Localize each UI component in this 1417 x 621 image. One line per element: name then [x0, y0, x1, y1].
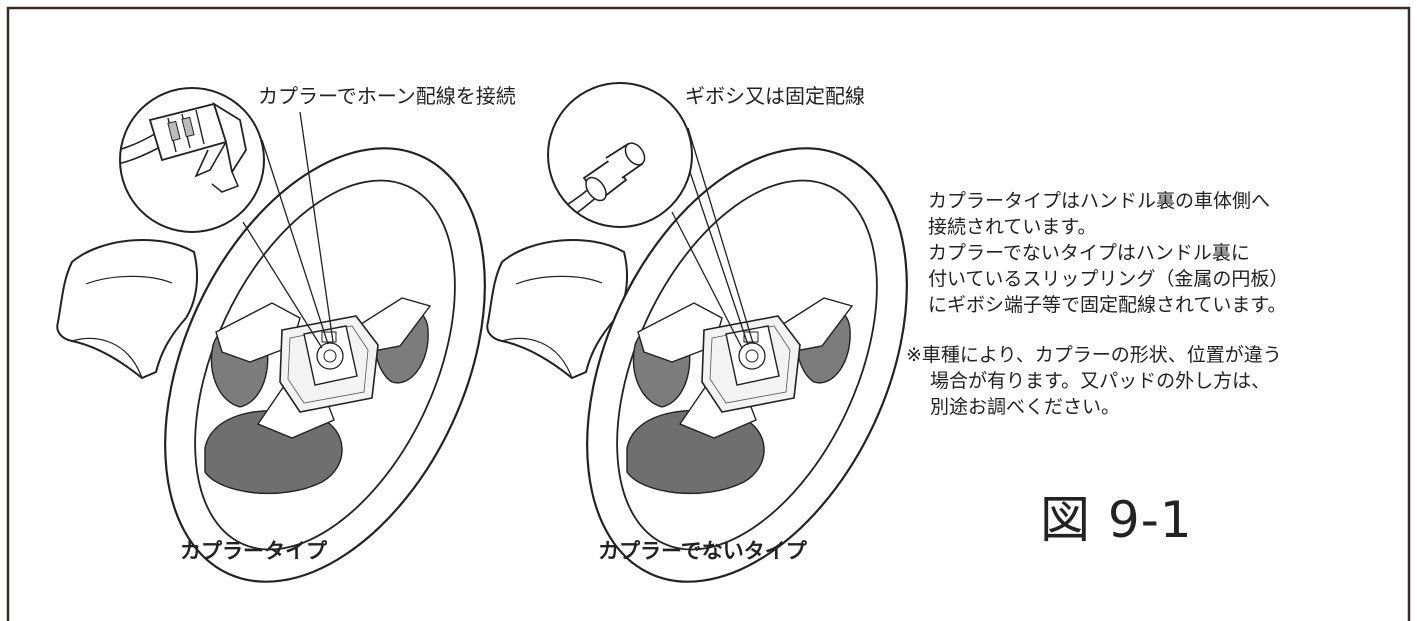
- coupler-type-caption: カプラータイプ: [180, 539, 327, 563]
- left-magnifier: [119, 87, 265, 233]
- description-line: カプラータイプはハンドル裏の車体側へ: [928, 190, 1271, 212]
- gibosi-fixed-wiring-label: ギボシ又は固定配線: [685, 84, 865, 108]
- coupler-connection-label: カプラーでホーン配線を接続: [258, 84, 516, 108]
- right-leader-lines: [671, 127, 754, 349]
- coupler-connector-detail: [120, 101, 247, 193]
- description-line: 付いているスリップリング（金属の円板）: [928, 268, 1289, 290]
- diagram-frame: [6, 6, 1411, 621]
- description-text: カプラータイプはハンドル裏の車体側へ 接続されています。 カプラーでないタイプは…: [928, 188, 1288, 318]
- left-leader-lines: [242, 111, 334, 349]
- figure-number: 図 9-1: [1040, 491, 1193, 549]
- right-magnifier: [547, 82, 693, 228]
- non-coupler-type-caption: カプラーでないタイプ: [598, 539, 807, 563]
- gibosi-terminal-detail: [551, 142, 646, 225]
- description-line: にギボシ端子等で固定配線されています。: [928, 294, 1287, 316]
- description-line: カプラーでないタイプはハンドル裏に: [928, 242, 1250, 264]
- description-line: 接続されています。: [928, 216, 1097, 238]
- note-line: 場合が有ります。又パッドの外し方は、: [930, 370, 1271, 392]
- note-line: 別途お調べください。: [930, 396, 1121, 418]
- note-line: ※車種により、カプラーの形状、位置が違う: [906, 344, 1282, 366]
- left-horn-pad: [56, 238, 199, 379]
- note-text: ※車種により、カプラーの形状、位置が違う 場合が有ります。又パッドの外し方は、 …: [906, 342, 1282, 420]
